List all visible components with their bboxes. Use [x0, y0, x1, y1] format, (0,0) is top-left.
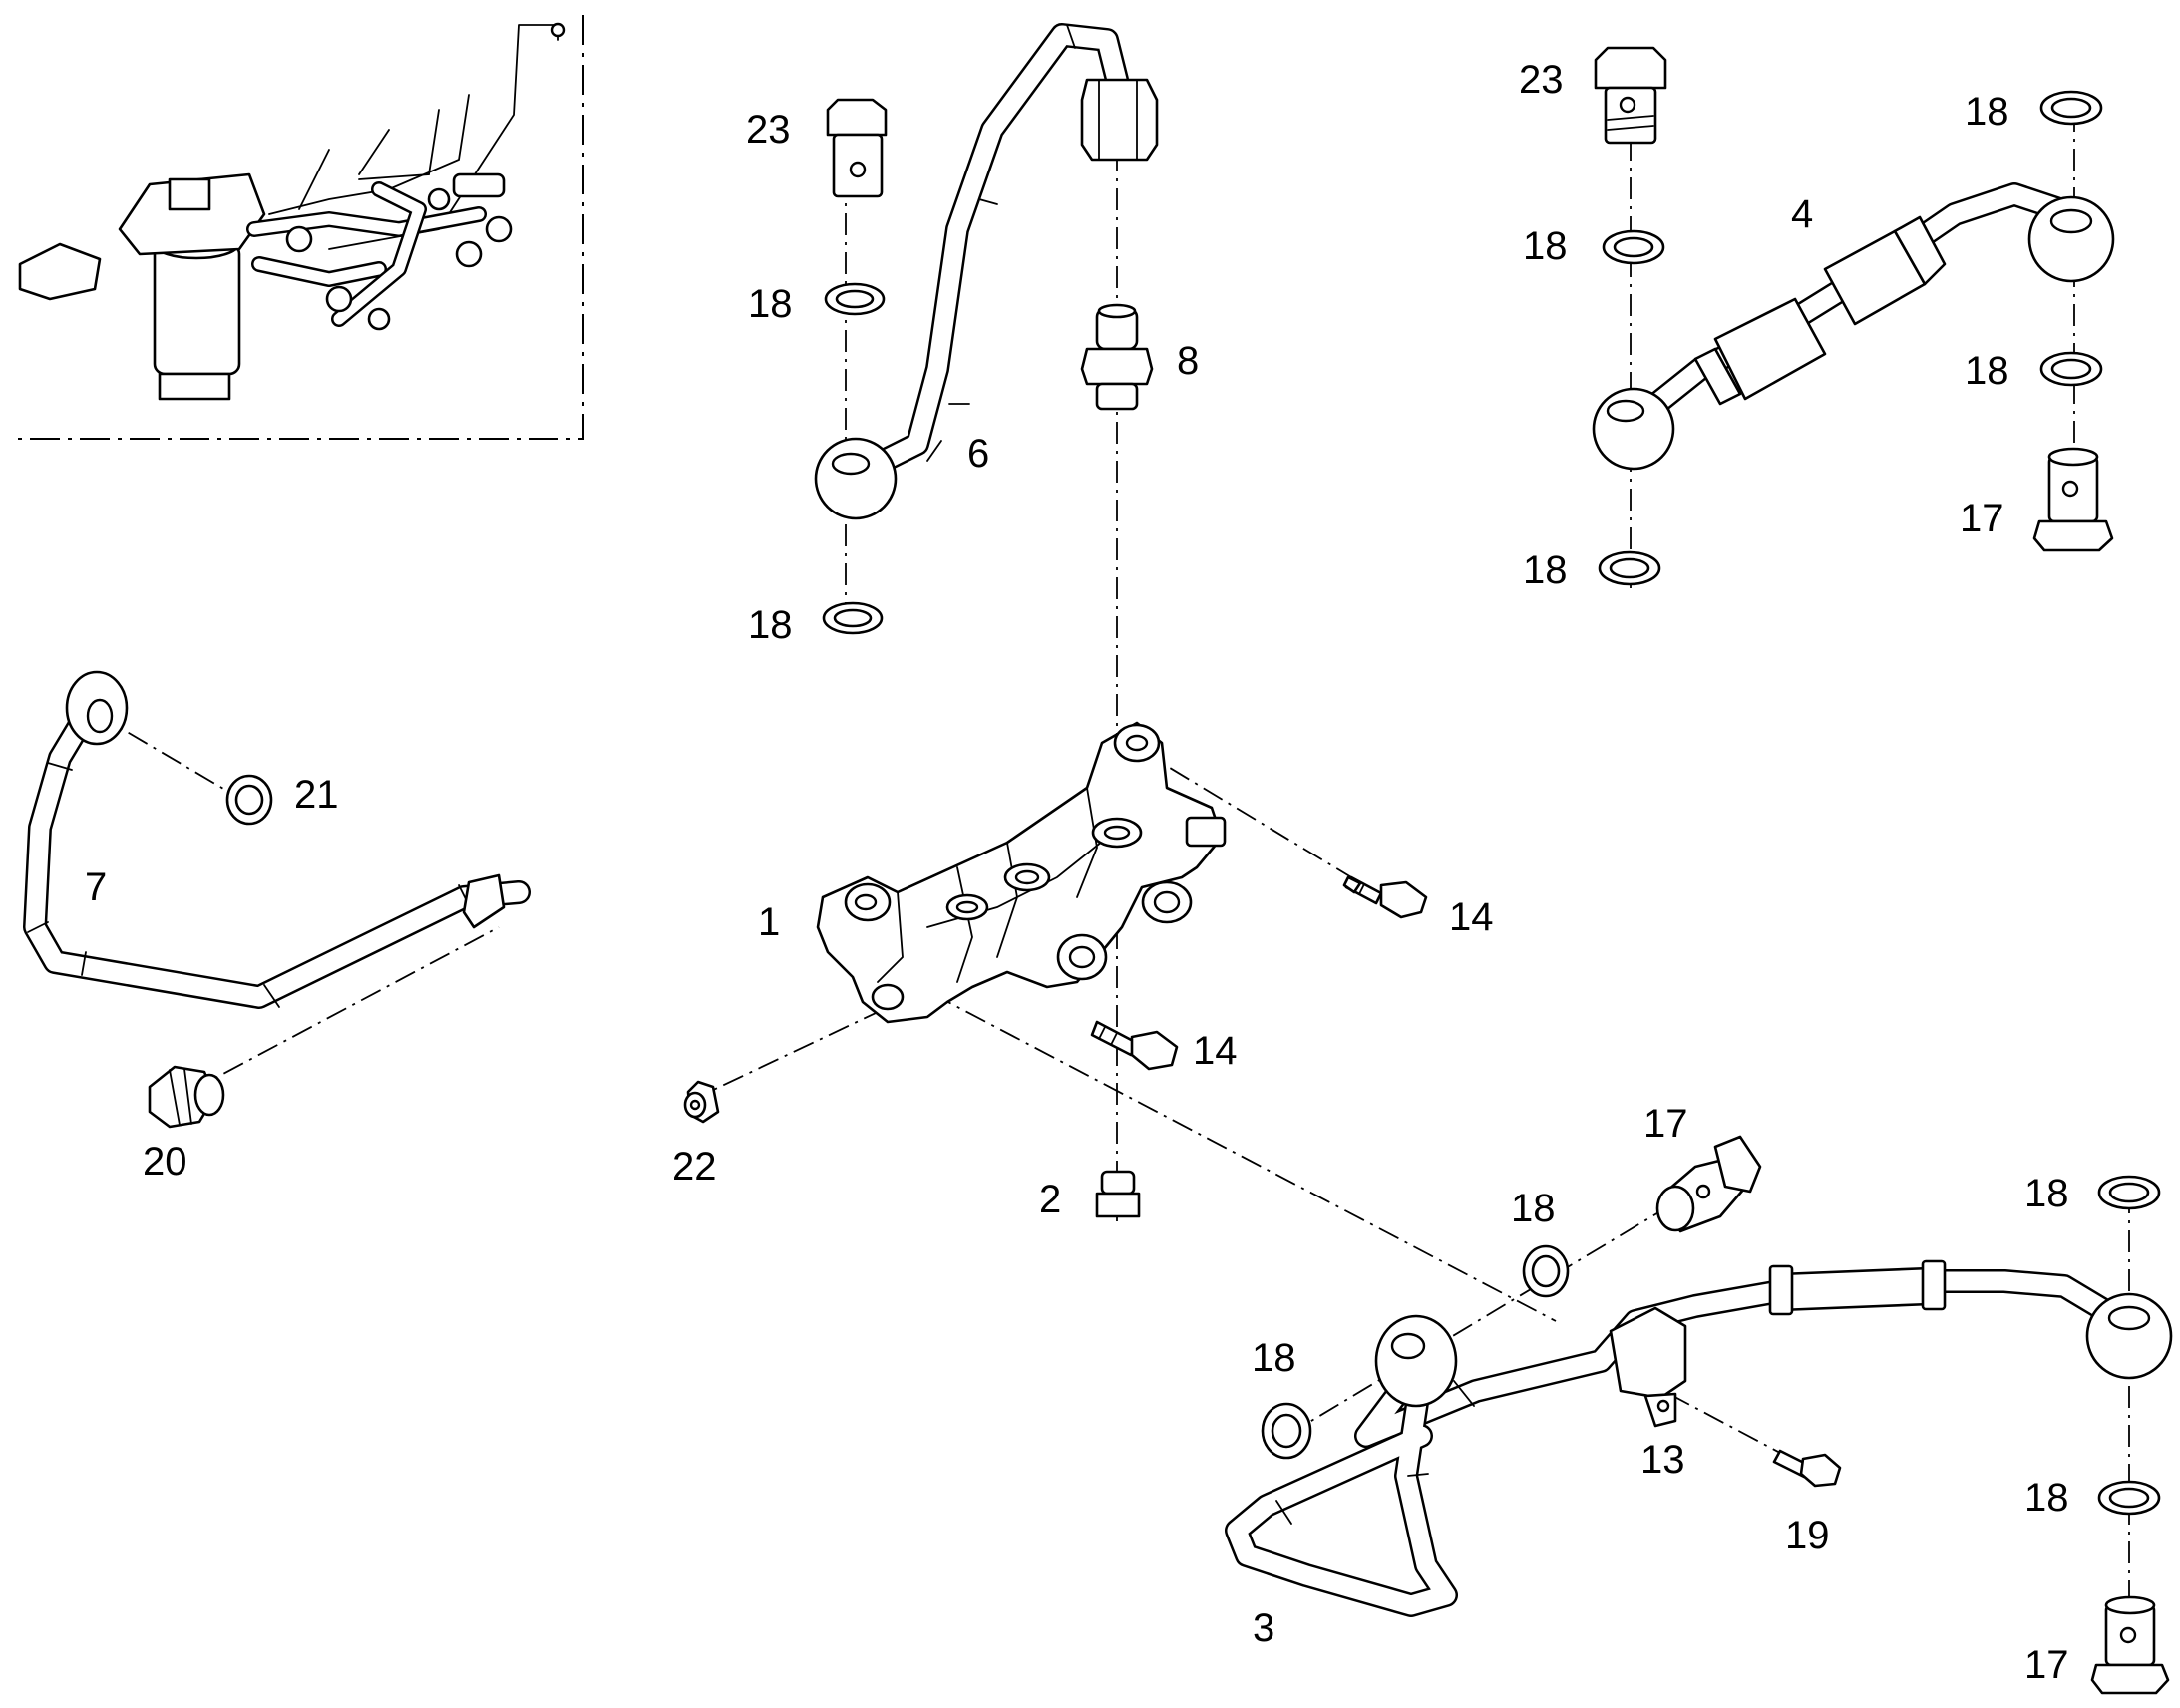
callout-4: 4 [1791, 192, 1813, 236]
callout-17-middle: 17 [1643, 1102, 1688, 1146]
seal-ring-18-lower-d [2097, 1480, 2161, 1516]
banjo-bolt-17-lower [2090, 1595, 2170, 1695]
seal-ring-18-right-b [1598, 550, 1661, 586]
callout-23-right: 23 [1519, 58, 1564, 102]
callout-3: 3 [1253, 1606, 1274, 1650]
callout-19: 19 [1785, 1514, 1830, 1557]
callout-17-upper: 17 [1960, 497, 2004, 540]
seal-ring-18-left-lower [822, 601, 884, 635]
banjo-bolt-23-left [826, 98, 888, 198]
callout-18-left-upper: 18 [748, 282, 793, 326]
callout-18-right-c: 18 [1965, 90, 2009, 134]
filter-head-bracket-1 [816, 721, 1227, 1024]
callout-18-lower-a: 18 [1511, 1187, 1556, 1230]
banjo-bolt-17-upper [2032, 447, 2114, 552]
callout-18-right-b: 18 [1523, 548, 1568, 592]
callout-20: 20 [143, 1140, 187, 1184]
callout-labels: 1 2 3 4 6 7 8 13 14 14 17 17 17 18 18 18… [85, 58, 2069, 1687]
banjo-bolt-17-middle [1655, 1135, 1762, 1233]
fuel-pipe-6 [814, 23, 1159, 520]
seal-ring-18-lower-c [2097, 1175, 2161, 1210]
callout-18-right-a: 18 [1523, 224, 1568, 268]
callout-18-right-d: 18 [1965, 349, 2009, 393]
overview-inset [15, 15, 584, 440]
plug-2 [1095, 1170, 1141, 1218]
fuel-line-7 [23, 670, 531, 1009]
callout-1: 1 [758, 900, 780, 944]
callout-22: 22 [672, 1145, 717, 1189]
callout-18-lower-c: 18 [2024, 1172, 2069, 1215]
seal-ring-18-right-d [2039, 351, 2103, 387]
callout-23-left: 23 [746, 108, 791, 152]
callout-8: 8 [1177, 339, 1199, 383]
seal-ring-18-right-c [2039, 90, 2103, 126]
callout-6: 6 [967, 432, 989, 476]
overview-assembly-sketch [18, 22, 566, 401]
seal-ring-18-right-a [1602, 229, 1665, 265]
callout-18-left-lower: 18 [748, 603, 793, 647]
seal-ring-21 [225, 774, 273, 826]
callout-18-lower-d: 18 [2024, 1476, 2069, 1520]
fuel-hose-4 [1592, 182, 2115, 471]
seal-ring-18-lower-b [1261, 1402, 1312, 1460]
callout-2: 2 [1039, 1178, 1061, 1221]
callout-18-lower-b: 18 [1252, 1336, 1296, 1380]
fitting-20 [148, 1065, 225, 1129]
callout-13: 13 [1640, 1438, 1685, 1482]
union-fitting-8 [1080, 303, 1154, 411]
bolt-19 [1772, 1449, 1842, 1488]
plug-22 [683, 1080, 720, 1124]
callout-14-lower: 14 [1193, 1029, 1238, 1073]
seal-ring-18-left-upper [824, 282, 886, 316]
callout-14-upper: 14 [1449, 895, 1494, 939]
fuel-pipe-3 [1225, 1259, 2173, 1617]
bolt-14-upper [1342, 875, 1428, 919]
bolt-14-lower [1090, 1020, 1179, 1071]
banjo-bolt-23-right [1594, 46, 1667, 145]
callout-7: 7 [85, 865, 107, 909]
callout-21: 21 [294, 773, 339, 817]
callout-17-lower: 17 [2024, 1643, 2069, 1687]
seal-ring-18-lower-a [1522, 1244, 1570, 1298]
